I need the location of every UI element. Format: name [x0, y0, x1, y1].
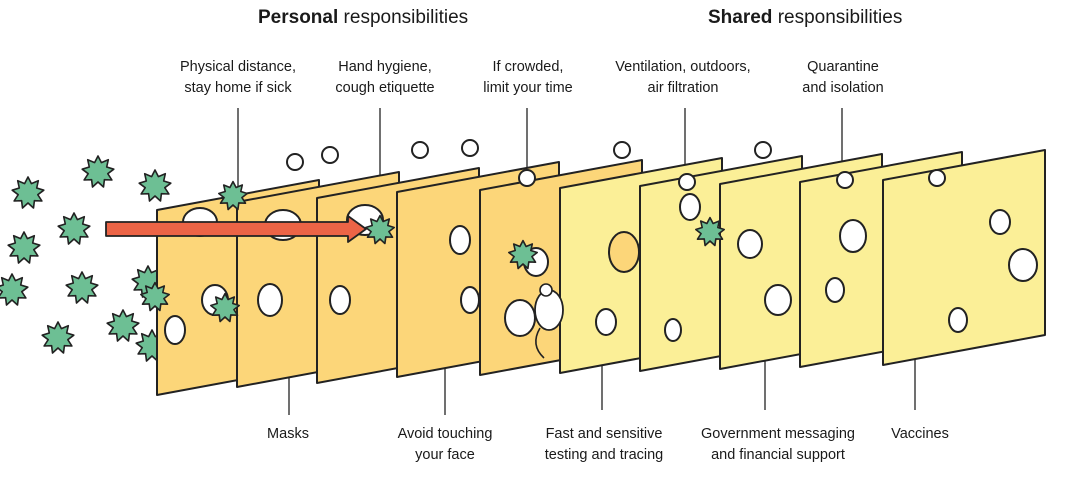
arrow-icon — [105, 215, 367, 243]
cheese-hole — [1008, 248, 1038, 282]
virus-icon — [218, 180, 248, 211]
shared-heading: Shared responsibilities — [708, 7, 903, 28]
virus-icon — [138, 169, 172, 202]
edge-notch — [928, 169, 946, 187]
label-physical-distance: Physical distance,stay home if sick — [179, 59, 297, 96]
edge-notch — [461, 139, 479, 157]
virus-icon — [65, 271, 99, 304]
cheese-hole — [460, 286, 480, 314]
virus-icon — [106, 309, 140, 342]
edge-notch — [286, 153, 304, 171]
cheese-hole — [664, 318, 682, 342]
edge-notch — [836, 171, 854, 189]
arrow-shape — [105, 215, 367, 243]
virus-icon — [7, 231, 41, 264]
cheese-hole — [608, 231, 640, 273]
cheese-hole — [948, 307, 968, 333]
label-masks: Masks — [267, 426, 309, 442]
cheese-hole — [329, 285, 351, 315]
cheese-hole — [257, 283, 283, 317]
cheese-slices — [105, 139, 1046, 396]
virus-icon — [81, 155, 115, 188]
virus-icon — [140, 281, 170, 312]
cheese-hole — [595, 308, 617, 336]
cheese-hole — [764, 284, 792, 316]
cheese-hole — [679, 193, 701, 221]
cheese-hole — [504, 299, 536, 337]
virus-icon — [695, 216, 725, 247]
cheese-hole — [449, 225, 471, 255]
virus-icon — [365, 214, 395, 245]
label-if-crowded: If crowded,limit your time — [483, 59, 573, 96]
virus-icon — [210, 292, 240, 323]
mouse-tail — [535, 327, 545, 359]
personal-heading: Personal responsibilities — [258, 7, 469, 28]
cheese-hole — [839, 219, 867, 253]
label-ventilation: Ventilation, outdoors,air filtration — [615, 59, 751, 96]
virus-cluster — [0, 155, 172, 362]
mouse-ear — [539, 283, 553, 297]
cheese-hole — [989, 209, 1011, 235]
edge-notch — [754, 141, 772, 159]
cheese-hole — [737, 229, 763, 259]
label-hand-hygiene: Hand hygiene,cough etiquette — [335, 59, 435, 96]
virus-icon — [11, 176, 45, 209]
cheese-hole — [164, 315, 186, 345]
label-vaccines: Vaccines — [891, 426, 949, 442]
virus-icon — [0, 273, 29, 306]
cheese-hole — [825, 277, 845, 303]
cheese-slice — [882, 149, 1046, 366]
virus-icon — [57, 212, 91, 245]
edge-notch — [411, 141, 429, 159]
virus-icon — [508, 239, 538, 270]
edge-notch — [321, 146, 339, 164]
slice-body — [882, 149, 1046, 366]
edge-notch — [518, 169, 536, 187]
virus-icon — [41, 321, 75, 354]
mouse-icon — [534, 283, 564, 359]
edge-notch — [613, 141, 631, 159]
edge-notch — [678, 173, 696, 191]
